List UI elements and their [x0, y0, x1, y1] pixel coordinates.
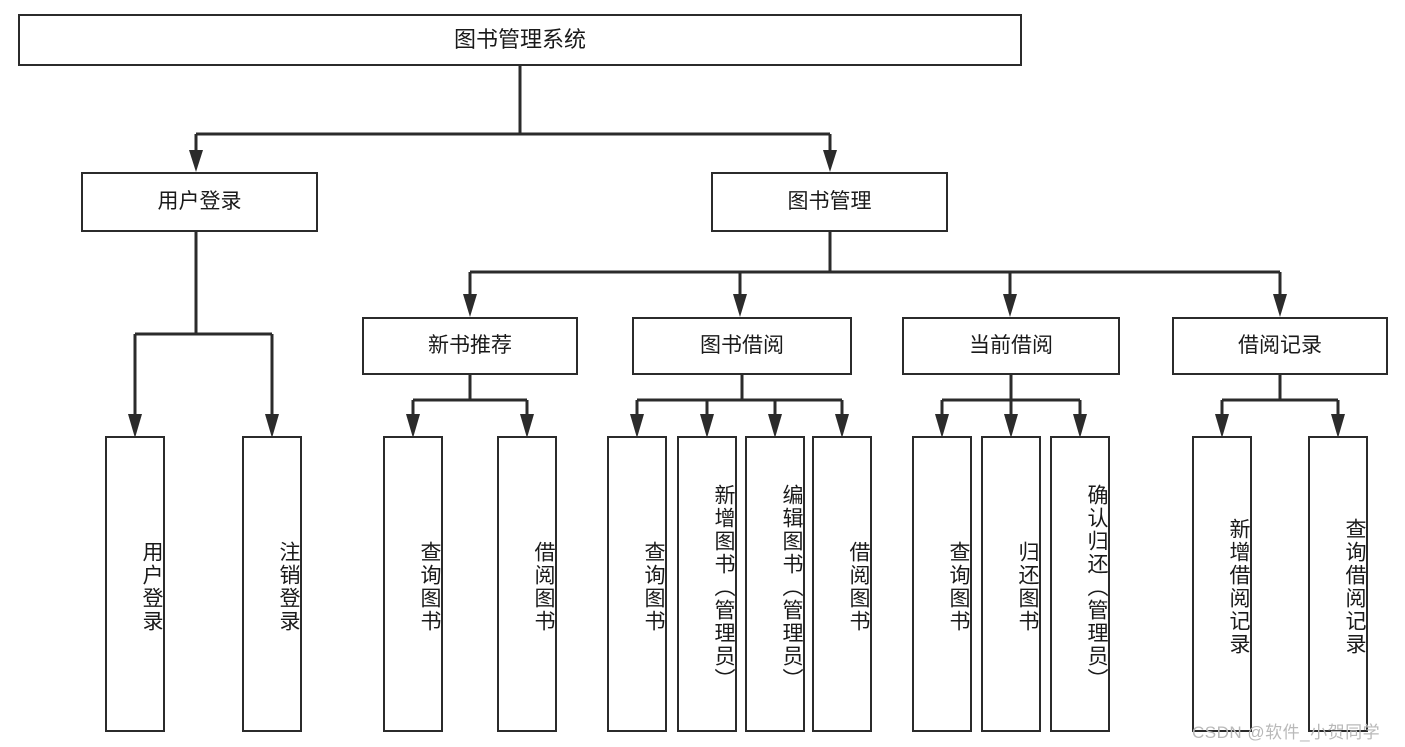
node-label: 借阅记录 [1238, 334, 1322, 358]
node-borrow-record[interactable]: 借阅记录 [1172, 317, 1388, 375]
node-label: 查询图书 [947, 541, 970, 633]
node-label: 当前借阅 [969, 334, 1053, 358]
leaf-add-borrow-record[interactable]: 新增借阅记录 [1192, 436, 1252, 732]
node-label: 借阅图书 [847, 541, 870, 633]
node-book-management[interactable]: 图书管理 [711, 172, 948, 232]
leaf-query-book-current[interactable]: 查询图书 [912, 436, 972, 732]
node-label: 查询图书 [642, 541, 665, 633]
leaf-return-book[interactable]: 归还图书 [981, 436, 1041, 732]
node-label: 图书借阅 [700, 334, 784, 358]
node-label: 图书管理 [787, 190, 872, 214]
leaf-logout[interactable]: 注销登录 [242, 436, 302, 732]
node-label: 图书管理系统 [453, 26, 586, 52]
node-label: 归还图书 [1016, 541, 1039, 633]
node-label: 编辑图书（管理员） [780, 483, 803, 691]
leaf-query-book-borrow[interactable]: 查询图书 [607, 436, 667, 732]
node-user-login[interactable]: 用户登录 [81, 172, 318, 232]
node-label: 新书推荐 [428, 334, 512, 358]
node-label: 查询图书 [418, 541, 441, 633]
csdn-watermark: CSDN @软件_小贺同学 [1192, 723, 1381, 742]
leaf-query-book-recommend[interactable]: 查询图书 [383, 436, 443, 732]
node-label: 借阅图书 [532, 541, 555, 633]
node-label: 新增图书（管理员） [712, 483, 735, 691]
leaf-confirm-return-admin[interactable]: 确认归还（管理员） [1050, 436, 1110, 732]
leaf-user-login[interactable]: 用户登录 [105, 436, 165, 732]
node-label: 用户登录 [157, 190, 242, 214]
node-root-system[interactable]: 图书管理系统 [18, 14, 1022, 66]
node-label: 新增借阅记录 [1227, 518, 1250, 656]
node-label: 用户登录 [140, 541, 163, 633]
leaf-query-borrow-record[interactable]: 查询借阅记录 [1308, 436, 1368, 732]
node-current-borrow[interactable]: 当前借阅 [902, 317, 1120, 375]
node-book-borrow[interactable]: 图书借阅 [632, 317, 852, 375]
leaf-edit-book-admin[interactable]: 编辑图书（管理员） [745, 436, 805, 732]
leaf-borrow-book[interactable]: 借阅图书 [812, 436, 872, 732]
leaf-add-book-admin[interactable]: 新增图书（管理员） [677, 436, 737, 732]
node-label: 注销登录 [277, 541, 300, 633]
leaf-borrow-book-recommend[interactable]: 借阅图书 [497, 436, 557, 732]
node-label: 查询借阅记录 [1343, 518, 1366, 656]
node-label: 确认归还（管理员） [1085, 483, 1108, 691]
node-new-book-recommend[interactable]: 新书推荐 [362, 317, 578, 375]
